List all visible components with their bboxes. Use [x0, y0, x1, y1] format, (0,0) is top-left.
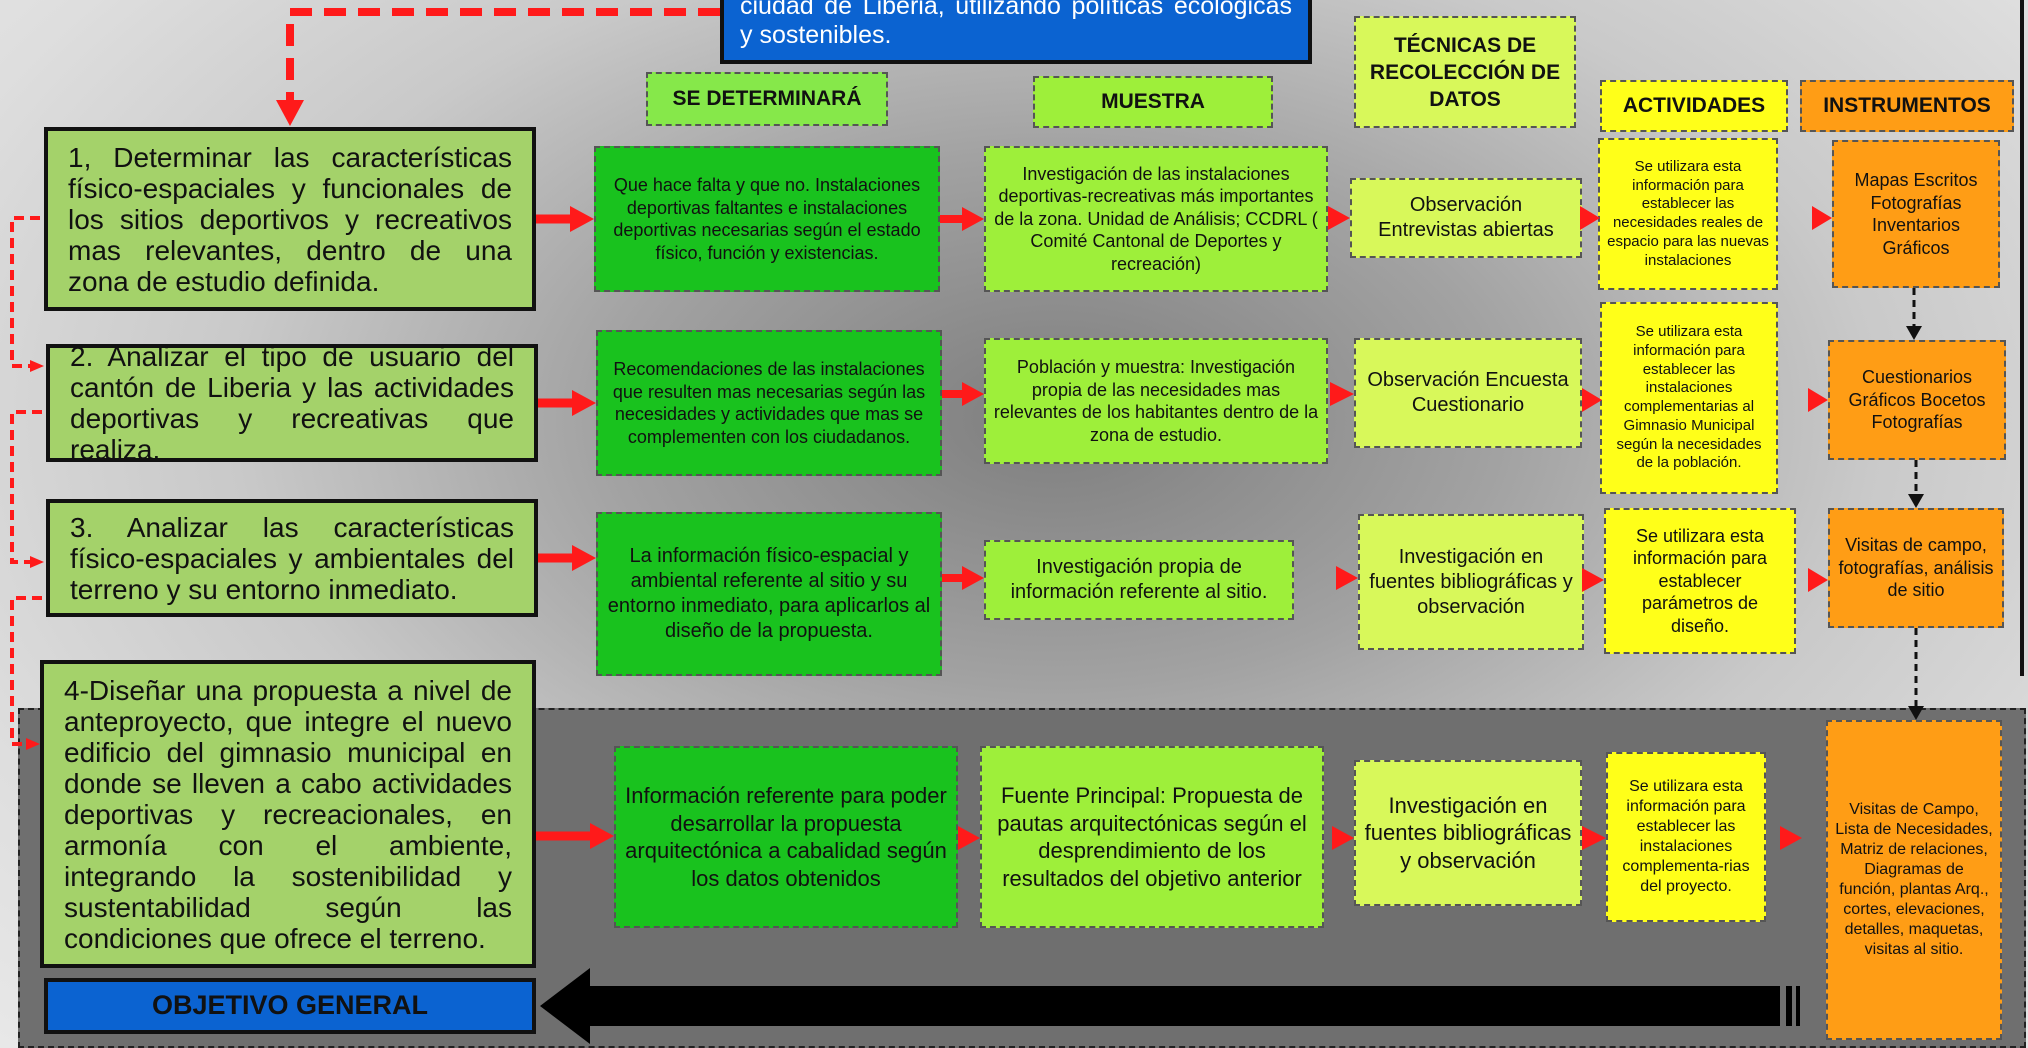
row1-instrument: Mapas Escritos Fotografías Inventarios G…: [1832, 140, 2000, 288]
header-determine: SE DETERMINARÁ: [646, 72, 888, 126]
general-objective-text: ciudad de Liberia, utilizando políticas …: [740, 0, 1292, 49]
header-sample: MUESTRA: [1033, 76, 1273, 128]
row1-activity: Se utilizara esta información para estab…: [1598, 138, 1778, 290]
row2-activity: Se utilizara esta información para estab…: [1600, 302, 1778, 494]
row3-instrument: Visitas de campo, fotografías, análisis …: [1828, 508, 2004, 628]
row3-sample: Investigación propia de información refe…: [984, 540, 1294, 620]
objective-4: 4-Diseñar una propuesta a nivel de antep…: [40, 660, 536, 968]
row1-sample: Investigación de las instalaciones depor…: [984, 146, 1328, 292]
row3-activity: Se utilizara esta información para estab…: [1604, 508, 1796, 654]
row2-determine: Recomendaciones de las instalaciones que…: [596, 330, 942, 476]
objective-2: 2. Analizar el tipo de usuario del cantó…: [46, 341, 538, 465]
row1-determine: Que hace falta y que no. Instalaciones d…: [594, 146, 940, 292]
general-objective-box: ciudad de Liberia, utilizando políticas …: [720, 0, 1312, 64]
row2-technique: Observación Encuesta Cuestionario: [1354, 338, 1582, 448]
row1-technique: Observación Entrevistas abiertas: [1350, 178, 1582, 258]
row4-technique: Investigación en fuentes bibliográficas …: [1354, 760, 1582, 906]
header-techniques: TÉCNICAS DE RECOLECCIÓN DE DATOS: [1354, 16, 1576, 128]
row4-activity: Se utilizara esta información para estab…: [1606, 752, 1766, 922]
objective-1: 1, Determinar las características físico…: [44, 127, 536, 311]
row2-sample: Población y muestra: Investigación propi…: [984, 338, 1328, 464]
row4-determine: Información referente para poder desarro…: [614, 746, 958, 928]
header-instruments: INSTRUMENTOS: [1800, 80, 2014, 132]
row2-instrument: Cuestionarios Gráficos Bocetos Fotografí…: [1828, 340, 2006, 460]
header-activities: ACTIVIDADES: [1600, 80, 1788, 132]
row4-instrument: Visitas de Campo, Lista de Necesidades, …: [1826, 720, 2002, 1040]
row4-sample: Fuente Principal: Propuesta de pautas ar…: [980, 746, 1324, 928]
row3-technique: Investigación en fuentes bibliográficas …: [1358, 514, 1584, 650]
row3-determine: La información físico-espacial y ambient…: [596, 512, 942, 676]
objective-3: 3. Analizar las características físico-e…: [46, 499, 538, 617]
general-objective-label-box: OBJETIVO GENERAL: [44, 978, 536, 1034]
